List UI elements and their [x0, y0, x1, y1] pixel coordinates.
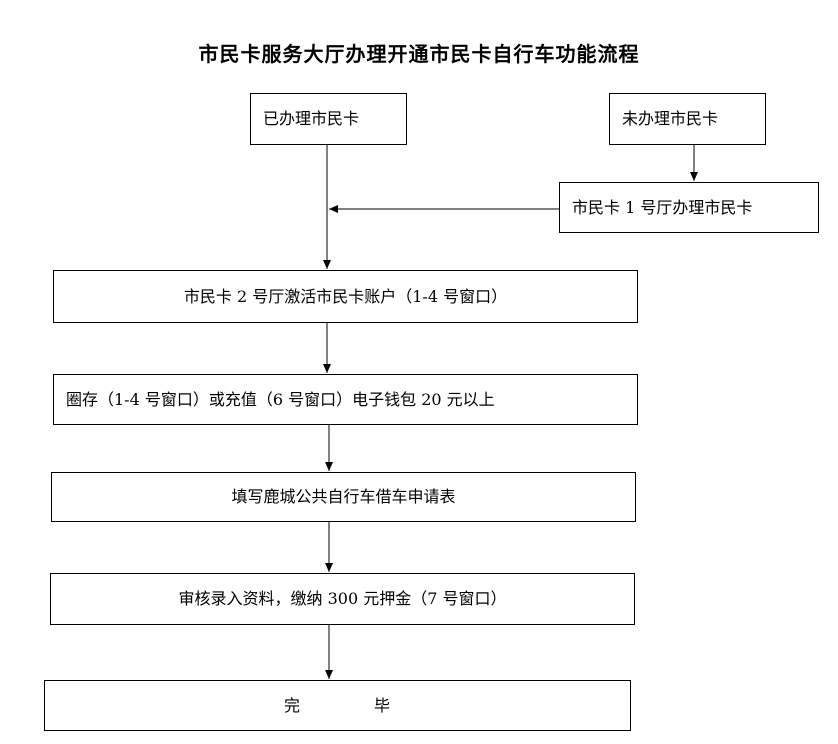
- box-hall1: 市民卡 1 号厅办理市民卡: [559, 182, 819, 233]
- box-activate: 市民卡 2 号厅激活市民卡账户（1-4 号窗口）: [53, 270, 638, 323]
- box-fill-form-label: 填写鹿城公共自行车借车申请表: [231, 487, 456, 506]
- box-has-card-label: 已办理市民卡: [263, 109, 360, 128]
- box-no-card-label: 未办理市民卡: [622, 109, 719, 128]
- box-review: 审核录入资料，缴纳 300 元押金（7 号窗口）: [50, 573, 635, 625]
- box-done-label: 完 毕: [283, 695, 392, 715]
- box-review-label: 审核录入资料，缴纳 300 元押金（7 号窗口）: [178, 589, 507, 608]
- box-no-card: 未办理市民卡: [609, 93, 766, 145]
- page-title: 市民卡服务大厅办理开通市民卡自行车功能流程: [198, 42, 640, 66]
- box-activate-label: 市民卡 2 号厅激活市民卡账户（1-4 号窗口）: [183, 286, 508, 306]
- box-done: 完 毕: [44, 680, 631, 731]
- box-fill-form: 填写鹿城公共自行车借车申请表: [51, 472, 636, 522]
- box-deposit: 圈存（1-4 号窗口）或充值（6 号窗口）电子钱包 20 元以上: [53, 374, 638, 425]
- box-hall1-label: 市民卡 1 号厅办理市民卡: [572, 197, 753, 217]
- box-deposit-label: 圈存（1-4 号窗口）或充值（6 号窗口）电子钱包 20 元以上: [66, 389, 495, 409]
- box-has-card: 已办理市民卡: [250, 93, 407, 145]
